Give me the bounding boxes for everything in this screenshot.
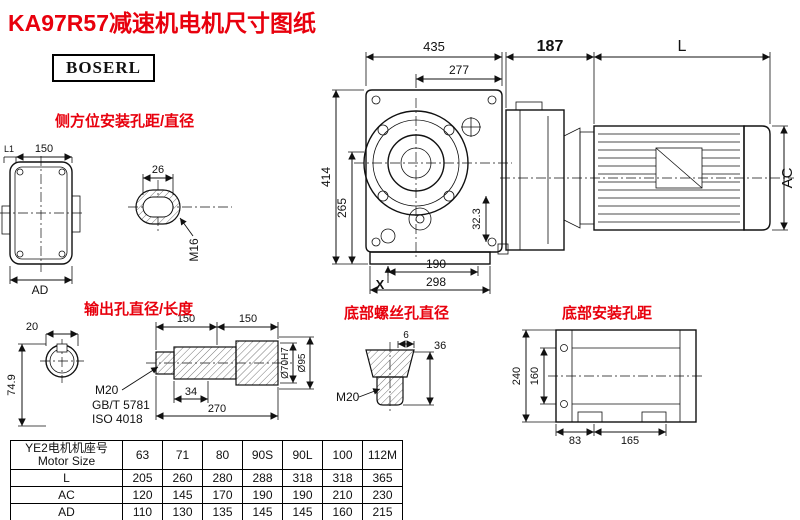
label-side-mount: 侧方位安装孔距/直径 [55,113,195,130]
dim-front-inner-width: 277 [449,63,469,77]
dim-l1: L1 [4,144,14,154]
dim-shaft-len1: 150 [177,313,195,325]
dim-bore-width: 26 [152,164,164,176]
brand-logo-text: BOSERL [66,58,141,77]
label-bottom-mount: 底部安装孔距 [562,305,653,322]
plug-screw-detail: 6 36 M20 [336,330,446,414]
dim-key-width: 20 [26,321,38,333]
gearbox-side-body [505,109,565,251]
table-header-row: YE2电机机座号 Motor Size 63 71 80 90S 90L 100… [10,440,403,470]
plug-thread-label: M20 [336,390,360,404]
table-col-header: 63 [122,440,163,470]
table-row-label: AD [10,503,123,520]
table-row-label: AC [10,486,123,504]
table-header-en: Motor Size [37,454,96,468]
table-cell: 110 [122,503,163,520]
dim-ad: AD [32,283,49,297]
table-cell: 210 [322,486,363,504]
label-bottom-screw: 底部螺丝孔直径 [344,305,450,322]
output-thread-label: M20 [95,383,119,397]
dim-hub-dia: Ø95 [297,353,308,372]
table-row: L 205 260 280 288 318 318 365 [10,469,403,487]
dim-motor-diameter: AC [779,167,796,188]
table-cell: 145 [282,503,323,520]
dim-front-height: 414 [319,167,333,187]
dim-side-offset: 32.3 [471,208,483,229]
hollow-shaft-detail: 26 M16 [128,164,232,262]
bottom-mount-view: 240 160 83 165 [511,329,704,447]
table-cell: 160 [322,503,363,520]
dim-output-height: 74.9 [6,374,18,395]
motor-size-table: YE2电机机座号 Motor Size 63 71 80 90S 90L 100… [10,440,403,520]
table-col-header: 80 [202,440,243,470]
fan-cowl [743,125,771,231]
table-cell: 120 [122,486,163,504]
dim-front-width: 435 [423,39,445,54]
label-output: 输出孔直径/长度 [84,301,194,318]
table-cell: 145 [242,503,283,520]
dim-total-len: 270 [208,403,226,415]
dim-foot-width: 298 [426,275,446,289]
gearmotor-side-view: 187 L AC [497,38,796,255]
table-row: AD 110 130 135 145 145 160 215 [10,503,403,520]
table-cell: 318 [322,469,363,487]
output-shaft-section: 20 74.9 150 150 34 270 M20 GB/T 5781 ISO… [6,313,314,427]
table-cell: 230 [362,486,403,504]
gearbox-front-view: 435 277 414 265 32.3 190 298 X [319,39,512,294]
motor-rear-view: L1 150 AD [0,143,84,297]
x-mark-label: X [376,277,385,292]
brand-logo: BOSERL [52,54,155,82]
table-cell: 318 [282,469,323,487]
table-cell: 190 [242,486,283,504]
table-cell: 130 [162,503,203,520]
dim-shaft-len2: 150 [239,313,257,325]
dim-mount-hole-span: 160 [529,367,541,385]
dim-step-len: 34 [185,386,197,398]
table-header-motor-size: YE2电机机座号 Motor Size [10,440,123,470]
table-header-cn: YE2电机机座号 [25,441,108,455]
table-col-header: 112M [362,440,403,470]
dim-plug-depth: 6 [403,330,409,341]
table-col-header: 100 [322,440,363,470]
standard-iso-label: ISO 4018 [92,412,143,426]
dim-front-center-height: 265 [335,198,349,218]
table-cell: 280 [202,469,243,487]
table-row-label: L [10,469,123,487]
mounting-foot [369,251,491,265]
table-cell: 215 [362,503,403,520]
standard-gb-label: GB/T 5781 [92,398,150,412]
table-cell: 170 [202,486,243,504]
table-cell: 288 [242,469,283,487]
housing-outline [365,89,503,253]
dim-plug-height: 36 [434,340,446,352]
dim-foot-hole-span: 190 [426,257,446,271]
table-col-header: 90L [282,440,323,470]
dim-mount-height: 240 [511,367,523,385]
table-cell: 145 [162,486,203,504]
dim-gearbox-length: 187 [537,38,564,55]
table-cell: 205 [122,469,163,487]
table-cell: 365 [362,469,403,487]
dim-bore-dia: Ø70H7 [280,347,291,379]
dim-shaft-thread: M16 [187,238,201,262]
table-cell: 260 [162,469,203,487]
page-title: KA97R57减速机电机尺寸图纸 [8,10,316,36]
dim-mount-foot1: 83 [569,435,581,447]
dim-rear-width: 150 [35,143,53,155]
dim-mount-foot2: 165 [621,435,639,447]
table-col-header: 90S [242,440,283,470]
table-cell: 190 [282,486,323,504]
table-col-header: 71 [162,440,203,470]
table-cell: 135 [202,503,243,520]
dim-motor-length: L [678,38,687,55]
table-row: AC 120 145 170 190 190 210 230 [10,486,403,504]
